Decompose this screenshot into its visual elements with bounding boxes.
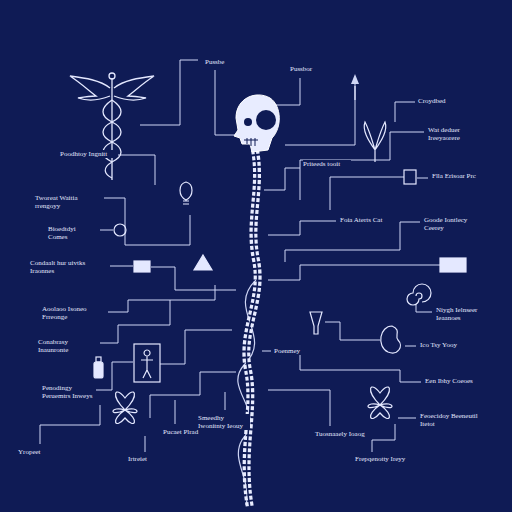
wire [108,285,215,312]
callout-label: Een Ibhy Coeoes [425,377,480,385]
wire [325,322,380,340]
callout-label: Penodingy Peruemtrs Inweys [42,384,94,400]
callout-label: Yropeet [18,448,58,456]
callout-label: Niygh Ielnseer Ieaanoes [436,306,500,322]
callout-label: Conabrasy Inaunronte [38,338,96,354]
wire [372,424,395,452]
wire [300,132,424,200]
callout-label: Smeedhy Iwonitnty Ieouy [198,414,250,430]
callout-label: Ico Tsy Yooy [420,341,482,349]
skeleton-figure [234,95,279,508]
wire [40,405,100,444]
wires [40,60,440,452]
wire [225,392,226,410]
wing [70,76,110,100]
battery-icon [134,261,150,272]
person-figure [141,350,153,378]
funnel-icon [310,312,322,334]
circle-icon [114,224,126,236]
wire [175,400,176,424]
wire [405,346,416,347]
callout-label: Flla Erisoar Prc [432,172,487,180]
spine-core [246,150,257,508]
wire [416,304,432,312]
wire [100,300,170,343]
callout-label: Irtreiet [128,455,168,463]
teeth [244,138,258,146]
swirl-icon [407,284,431,305]
wire [215,70,236,135]
wire [285,222,420,262]
wire [118,155,155,185]
wire [145,436,146,452]
kidney-icon [381,326,401,353]
bottle-icon [94,362,103,378]
callout-label: Wat deduer Ireeyaorere [428,126,490,142]
callout-label: Tuosnaaely Ioaog [315,430,367,438]
wire [398,418,416,419]
callout-label: Croydbed [418,97,468,105]
wire [268,390,330,426]
wire [268,265,440,280]
wire [140,60,198,125]
battery-icon [440,258,466,272]
wire [272,78,300,105]
snake [103,100,121,178]
flower-icon [113,392,137,423]
box-icon [404,170,416,184]
wire [110,266,133,267]
callout-label: Bioedtdyi Comes [48,225,96,241]
callout-label: Feoecidoy Beeneutil Itetot [420,412,482,428]
callout-label: Poenmey [274,347,316,355]
wire [395,102,415,122]
staff-knob [109,73,115,79]
wing [114,76,154,100]
wire [262,351,271,352]
person-frame [134,344,160,382]
arrow-icon [354,86,355,100]
wire [285,84,355,145]
callout-label: Condaalt hur uivtks Iraonnes [30,259,108,275]
wire [100,230,113,231]
callout-label: Tworeat Waitia rrengoyy [35,194,100,210]
wire [300,355,421,382]
callout-label: Foia Aterts Cat [340,216,388,224]
spine [246,150,257,508]
wings-icon [364,122,386,162]
callout-label: Poodhtoy Ingnitt [60,150,115,158]
callout-label: Pussbor [290,65,335,73]
lightbulb-icon [180,182,192,204]
arrow-head [351,74,359,84]
bottle-cap [96,357,101,362]
caduceus-symbol [70,73,154,180]
triangle-icon [194,255,212,270]
staff [111,78,112,180]
callout-label: Pucaet Plrad [163,428,203,436]
callout-label: Aoolaoo Isoneo Frreonge [42,305,104,321]
wire [264,168,300,190]
flower-icon [368,387,392,418]
eye-socket [256,110,276,130]
wire [160,330,232,364]
callout-label: Frepqenotty Ireyy [355,455,407,463]
callout-label: Priteeds tooit [303,160,351,168]
wire [417,178,428,179]
wire [104,198,190,245]
callout-label: Goode Iontlecy Ceerey [424,216,486,232]
skull [234,95,279,152]
wire [268,221,336,235]
wire [330,177,404,210]
callout-label: Pussbe [205,58,250,66]
eye-socket [244,118,252,126]
wire [150,372,236,418]
